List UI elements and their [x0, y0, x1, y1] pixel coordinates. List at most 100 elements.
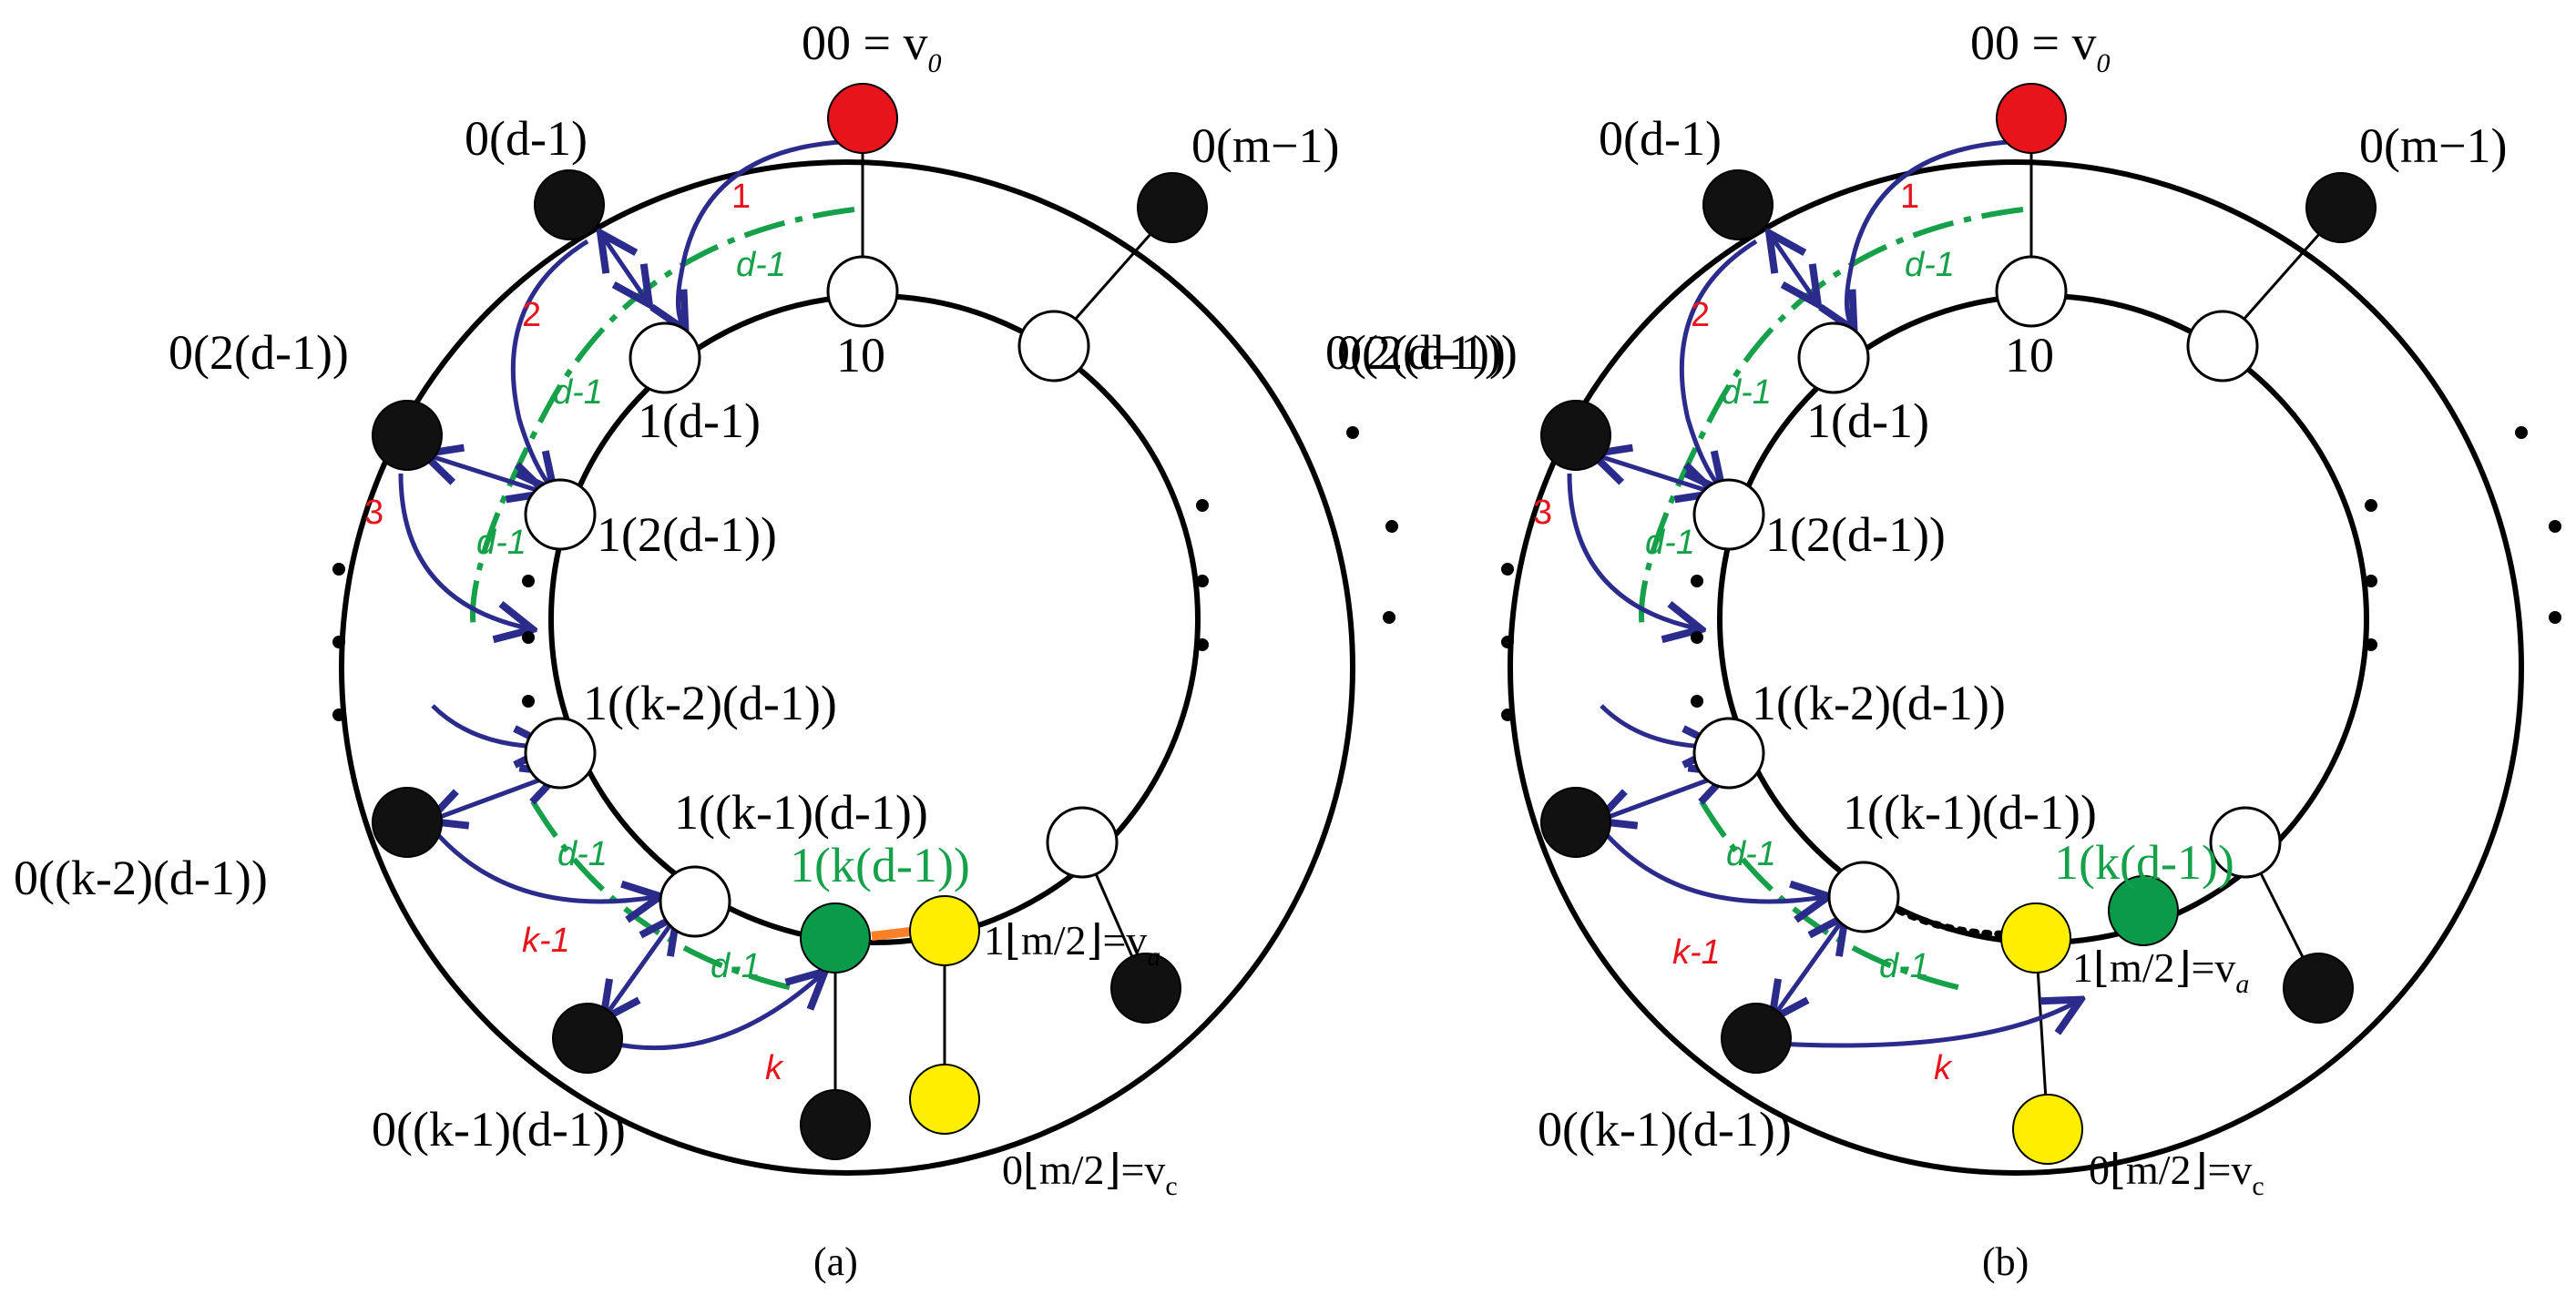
node-outer-bottom — [800, 1089, 871, 1160]
label-b-v0-sub: 0 — [2096, 48, 2110, 78]
label-b-0m1: 0(m−1) — [2359, 118, 2507, 173]
node-0m1 — [1137, 172, 1208, 243]
label-va: 1⌊m/2⌋=v — [984, 917, 1147, 963]
node-b-vc — [2012, 1094, 2083, 1165]
step-3: 3 — [364, 494, 383, 532]
node-12d1 — [524, 478, 597, 551]
arrow-b-step-3 — [1567, 473, 1697, 628]
arrow-b-k-a — [1774, 920, 1843, 1015]
step-b-3: 3 — [1533, 494, 1552, 532]
svg-text:0⌊m/2⌋=vc: 0⌊m/2⌋=vc — [2089, 1147, 2264, 1201]
arrow-kminus1 — [431, 827, 656, 902]
step-b-1: 1 — [1900, 178, 1919, 216]
green-label-b-3: d-1 — [1645, 524, 1695, 562]
green-label-5: d-1 — [710, 947, 761, 985]
node-b-0k2 — [1540, 787, 1611, 858]
svg-text:1⌊m/2⌋=va: 1⌊m/2⌋=va — [984, 917, 1160, 972]
node-b-02d1 — [1540, 400, 1611, 471]
label-vc-sub: c — [1165, 1171, 1177, 1201]
label-b-1kd1: 1(k(d-1)) — [2054, 835, 2234, 890]
step-2: 2 — [522, 296, 541, 334]
node-b-1k2 — [1692, 717, 1765, 790]
label-02d1: 0(2(d-1)) — [169, 325, 349, 380]
label-b-02d1: 0(2(d-1)) — [1337, 325, 1518, 380]
arrow-step-3a — [428, 455, 542, 492]
label-02d1-right: 0(2(d-1)) — [1325, 325, 1506, 380]
step-k: k — [765, 1049, 784, 1087]
label-10: 10 — [836, 328, 885, 382]
label-b-0d1: 0(d-1) — [1599, 111, 1722, 166]
node-b-10 — [1995, 255, 2068, 328]
label-12d1: 1(2(d-1)) — [597, 507, 777, 562]
node-02d1 — [372, 400, 443, 471]
green-label-b-5: d-1 — [1879, 947, 1929, 985]
label-b-10: 10 — [2005, 328, 2054, 382]
label-0k2: 0((k-2)(d-1)) — [14, 851, 268, 905]
ellipsis-dots-b — [1501, 426, 2561, 721]
node-0k1 — [552, 1003, 623, 1074]
node-outer-right — [1110, 953, 1181, 1024]
panel-a: 00 = v0 0(d-1) 0(m−1) 0(2(d-1)) 0(2(d-1)… — [14, 15, 1506, 1284]
green-label-b-4: d-1 — [1726, 835, 1776, 873]
node-b-inner-lower-right — [2209, 806, 2282, 879]
label-1d1: 1(d-1) — [638, 393, 761, 448]
step-1: 1 — [731, 178, 751, 216]
node-b-va — [2000, 902, 2071, 974]
label-1k1: 1((k-1)(d-1)) — [674, 785, 928, 840]
arrow-step-3 — [398, 473, 528, 628]
step-b-k-1: k-1 — [1672, 933, 1721, 972]
svg-text:00 = v0: 00 = v0 — [1970, 15, 2110, 78]
label-b-12d1: 1(2(d-1)) — [1765, 507, 1946, 562]
label-0k1: 0((k-1)(d-1)) — [372, 1102, 626, 1157]
svg-text:00 = v0: 00 = v0 — [802, 15, 941, 78]
node-10 — [826, 255, 899, 328]
label-1k2: 1((k-2)(d-1)) — [583, 676, 837, 730]
step-k-1: k-1 — [522, 922, 570, 960]
label-0d1: 0(d-1) — [465, 111, 588, 166]
green-label-1: d-1 — [736, 246, 786, 284]
label-vc: 0⌊m/2⌋=v — [1002, 1147, 1165, 1193]
node-inner-lower-right — [1046, 806, 1119, 879]
label-b-va-sub: a — [2235, 969, 2249, 999]
node-b-12d1 — [1692, 478, 1765, 551]
arrow-step-2a — [603, 237, 647, 301]
node-1d1 — [629, 321, 701, 394]
arrow-k-a — [606, 920, 674, 1015]
label-b-vc: 0⌊m/2⌋=v — [2089, 1147, 2252, 1193]
arrow-b-step-3a — [1597, 455, 1711, 492]
arrow-kminus1a — [433, 774, 556, 820]
node-b-1k1 — [1827, 861, 1900, 933]
caption-a: (a) — [813, 1239, 858, 1284]
label-b-v0: 00 = v — [1970, 15, 2096, 70]
node-b-0k1 — [1721, 1003, 1792, 1074]
svg-text:0⌊m/2⌋=vc: 0⌊m/2⌋=vc — [1002, 1147, 1178, 1201]
step-b-k: k — [1934, 1049, 1953, 1087]
label-b-va: 1⌊m/2⌋=v — [2072, 944, 2235, 991]
node-v0 — [827, 83, 898, 154]
node-b-1d1 — [1797, 321, 1870, 394]
node-inner-right — [1017, 310, 1090, 382]
label-va-sub: a — [1147, 942, 1160, 972]
arrow-step-1 — [678, 138, 857, 326]
arrow-b-kminus1a — [1601, 774, 1724, 820]
label-v0-sub: 0 — [927, 48, 941, 78]
node-0k2 — [372, 787, 443, 858]
outer-ring-b — [1508, 159, 2524, 1176]
arrow-b-step-1 — [1846, 138, 2026, 326]
arrow-b-k — [1760, 1002, 2077, 1048]
node-1kd1 — [800, 902, 871, 974]
label-b-1d1: 1(d-1) — [1806, 393, 1929, 448]
step-arrows-b — [1567, 138, 2077, 1048]
panel-b: 00 = v0 0(d-1) 0(m−1) 0(2(d-1)) 0((k-1)(… — [1337, 15, 2561, 1284]
label-v0: 00 = v — [802, 15, 927, 70]
node-vc — [909, 1064, 980, 1135]
label-b-1k1: 1((k-1)(d-1)) — [1843, 785, 2097, 840]
node-b-0d1 — [1702, 169, 1774, 240]
label-b-vc-sub: c — [2252, 1171, 2264, 1201]
label-b-0k1: 0((k-1)(d-1)) — [1538, 1102, 1792, 1157]
label-0m1: 0(m−1) — [1191, 118, 1339, 173]
step-b-2: 2 — [1691, 296, 1710, 334]
arrow-b-step-2a — [1772, 237, 1815, 301]
node-1k2 — [524, 717, 597, 790]
